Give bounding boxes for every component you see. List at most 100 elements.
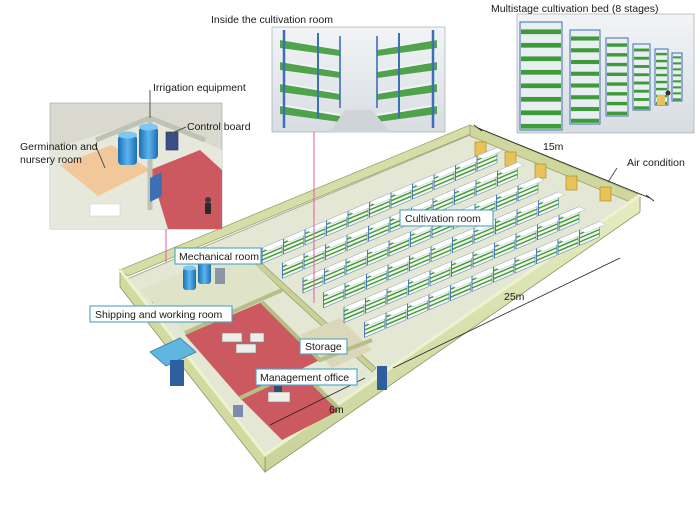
rack-unit xyxy=(429,261,457,287)
label-box-shipping xyxy=(89,305,233,323)
rack-unit xyxy=(343,298,371,324)
rack-unit xyxy=(430,237,458,263)
photo-multistage-bed xyxy=(516,13,695,134)
rack-unit xyxy=(282,253,309,279)
label-germination: Germination and nursery room xyxy=(20,141,101,166)
photo-germination xyxy=(49,102,223,230)
rack-unit xyxy=(325,235,352,261)
label-box-storage xyxy=(299,338,348,355)
rack-unit xyxy=(497,161,524,187)
multistage-tower xyxy=(605,37,629,117)
entrance-door xyxy=(170,360,184,386)
rack-unit xyxy=(390,183,418,209)
multistage-tower xyxy=(632,43,651,111)
control-board-unit xyxy=(165,131,179,151)
label-shipping-room: Shipping and working room xyxy=(95,309,222,321)
multistage-tower xyxy=(569,29,601,125)
multistage-shelves xyxy=(519,21,683,131)
dimension-depth: 6m xyxy=(329,404,344,416)
rack-unit xyxy=(346,226,374,252)
leader-lines xyxy=(94,90,618,303)
rack-unit xyxy=(412,174,439,200)
side-door xyxy=(377,366,387,390)
rack-unit xyxy=(368,217,395,242)
rack-unit xyxy=(366,265,393,290)
rack-unit xyxy=(428,285,456,311)
dimension-width: 15m xyxy=(543,141,564,153)
rack-unit xyxy=(495,209,522,235)
label-mechanical-room: Mechanical room xyxy=(179,251,259,263)
rack-unit xyxy=(558,206,586,232)
rack-unit xyxy=(345,250,373,276)
rack-unit xyxy=(386,279,414,305)
rack-unit xyxy=(537,215,564,241)
rack-unit xyxy=(496,185,523,211)
label-irrigation: Irrigation equipment xyxy=(153,82,246,94)
label-management-office: Management office xyxy=(260,372,349,384)
rack-unit xyxy=(475,171,503,196)
rack-unit xyxy=(283,229,310,255)
shipping-tables xyxy=(221,332,265,354)
label-inside-room: Inside the cultivation room xyxy=(211,14,333,26)
dimension-lines xyxy=(269,124,655,426)
multistage-tower xyxy=(671,52,683,102)
rack-unit xyxy=(536,239,563,265)
rack-unit xyxy=(472,243,500,268)
label-germination-line2: nursery room xyxy=(20,154,82,166)
rack-unit xyxy=(407,294,434,320)
rack-unit xyxy=(326,211,353,237)
multistage-tower xyxy=(519,21,563,131)
label-box-mechanical xyxy=(174,247,262,265)
rack-unit xyxy=(557,230,585,256)
rack-unit xyxy=(516,200,544,226)
office-desk xyxy=(267,386,291,403)
label-multistage-bed: Multistage cultivation bed (8 stages) xyxy=(491,3,659,15)
label-control-board: Control board xyxy=(187,121,251,133)
rack-unit xyxy=(517,176,545,202)
rack-unit xyxy=(471,267,499,292)
rack-unit xyxy=(450,276,477,302)
rack-unit xyxy=(408,270,435,296)
irrigation-tank-1 xyxy=(118,135,137,165)
rack-unit xyxy=(364,313,391,338)
rack-unit xyxy=(387,255,415,281)
dimension-length: 25m xyxy=(504,291,525,303)
label-storage: Storage xyxy=(305,341,342,353)
rack-unit xyxy=(324,259,351,285)
irrigation-tank-2 xyxy=(139,127,158,159)
rack-unit xyxy=(538,191,565,217)
rack-unit xyxy=(455,156,482,182)
label-cultivation-room: Cultivation room xyxy=(405,213,481,225)
rack-unit xyxy=(261,239,289,264)
rack-unit xyxy=(452,228,479,254)
rack-unit xyxy=(476,147,504,172)
label-air-condition: Air condition xyxy=(627,157,685,169)
rack-unit xyxy=(432,189,460,215)
rack-unit xyxy=(388,231,416,257)
rack-unit xyxy=(409,246,436,272)
inside-room-shelves xyxy=(280,30,437,132)
office-window xyxy=(233,405,243,417)
label-germination-line1: Germination and xyxy=(20,141,98,153)
rack-unit xyxy=(369,193,396,218)
rack-unit xyxy=(302,268,330,294)
photo-inside-room xyxy=(271,26,446,133)
labels: Inside the cultivation room Multistage c… xyxy=(20,3,685,416)
entrance-canopy xyxy=(149,337,197,367)
rack-unit xyxy=(385,303,413,329)
rack-unit xyxy=(493,257,520,283)
rack-unit xyxy=(579,221,606,246)
rack-unit xyxy=(367,241,394,266)
inside-right-rack xyxy=(376,30,437,128)
rack-unit xyxy=(454,180,481,206)
control-room-floor xyxy=(150,150,222,229)
label-box-cultivation xyxy=(399,209,494,227)
rack-unit xyxy=(347,202,375,228)
inside-left-rack xyxy=(280,30,341,128)
rack-unit xyxy=(451,252,478,278)
rack-unit xyxy=(494,233,521,259)
rack-unit xyxy=(515,224,543,250)
label-box-management xyxy=(255,368,358,386)
